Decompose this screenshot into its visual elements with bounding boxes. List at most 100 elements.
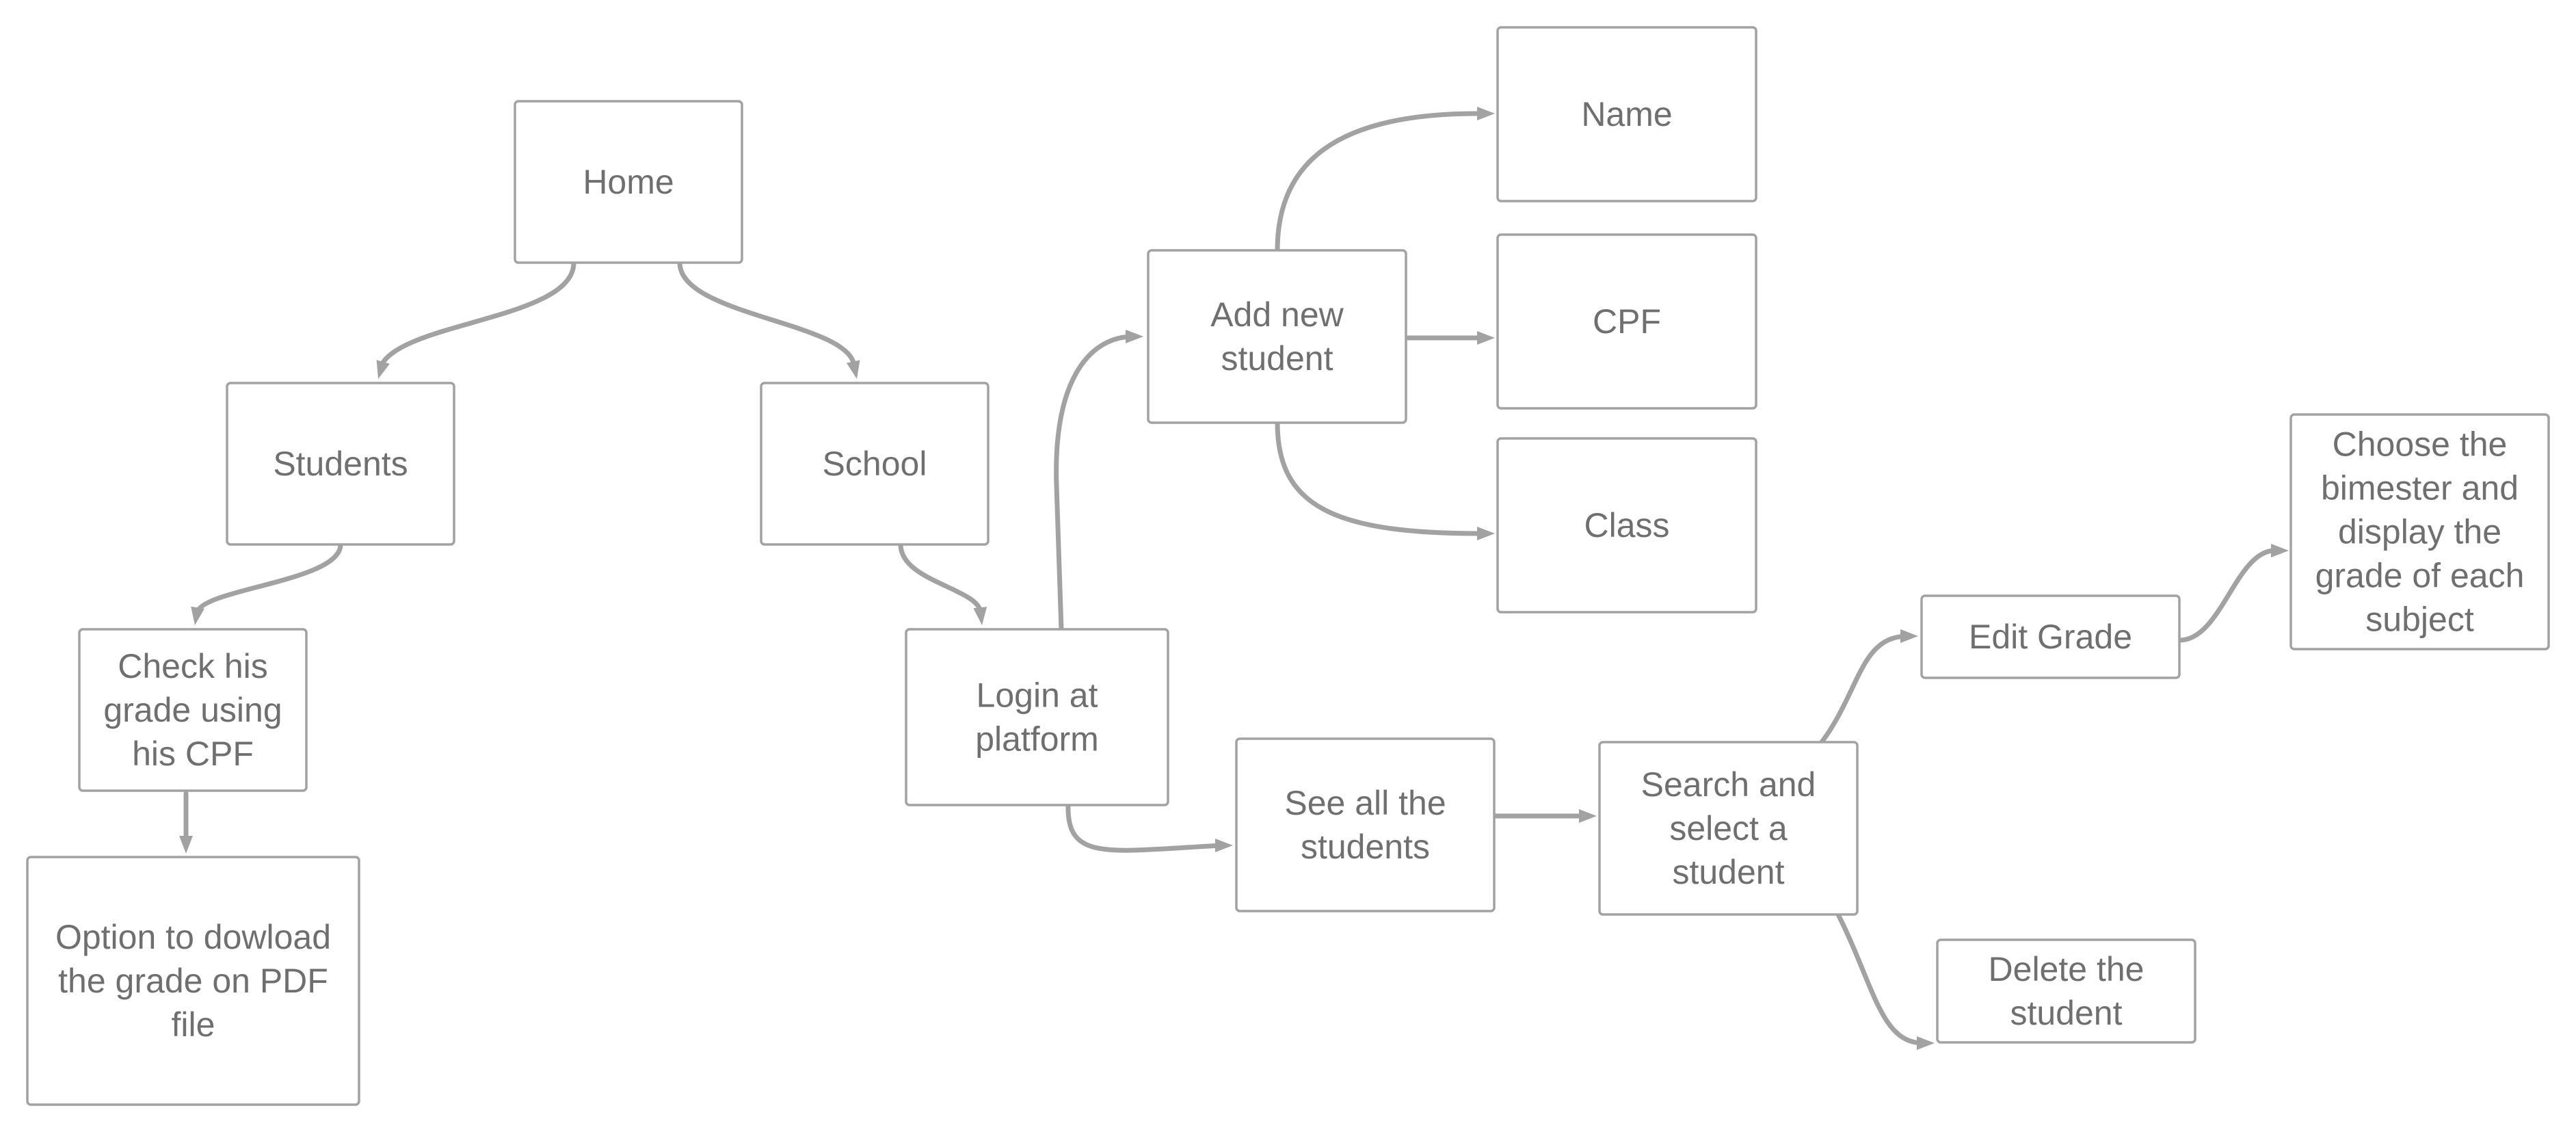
node-label-line: students <box>1301 828 1430 866</box>
connector-home-to-school <box>677 260 860 379</box>
arrowhead-icon <box>376 360 390 379</box>
node-box <box>1920 594 2181 679</box>
connector-line <box>1054 334 1134 632</box>
node-box <box>514 100 743 264</box>
node-choose-bimester: Choose the bimester and display the grade o… <box>2289 413 2550 650</box>
node-label-line: select a <box>1669 809 1788 847</box>
arrowhead-icon <box>1215 839 1233 852</box>
node-box <box>1936 938 2196 1044</box>
node-box <box>2289 413 2550 650</box>
arrowhead-icon <box>1126 330 1143 343</box>
arrowhead-icon <box>846 360 860 379</box>
node-box <box>1496 233 1757 410</box>
node-label-line: Students <box>273 445 408 483</box>
connector-see-students-to-search-student <box>1491 809 1597 823</box>
node-see-students: See all the students <box>1235 737 1496 912</box>
arrowhead-icon <box>1917 1036 1935 1050</box>
node-label-line: Delete the <box>1989 950 2145 988</box>
node-label-line: Class <box>1584 506 1669 544</box>
connector-line <box>677 260 856 365</box>
connector-line <box>2177 548 2280 643</box>
node-box <box>78 628 308 792</box>
node-label-line: Choose the <box>2333 425 2508 464</box>
node-label-line: subject <box>2365 601 2474 639</box>
node-box <box>226 382 455 546</box>
connectors-layer <box>179 107 2289 1050</box>
connector-line <box>1065 802 1223 853</box>
node-label-line: Name <box>1581 95 1672 133</box>
arrowhead-icon <box>191 606 204 625</box>
node-delete-student: Delete the student <box>1936 938 2196 1044</box>
connector-search-student-to-delete-student <box>1835 912 1935 1050</box>
node-label-line: student <box>1672 853 1784 891</box>
node-box <box>1235 737 1496 912</box>
connector-line <box>898 542 983 615</box>
arrowhead-icon <box>1477 527 1495 540</box>
node-box <box>905 628 1169 806</box>
connector-line <box>194 542 343 615</box>
node-label-line: School <box>823 445 927 483</box>
connector-edit-grade-to-choose-bimester <box>2177 544 2289 643</box>
node-label-line: Check his <box>118 647 268 685</box>
node-school: School <box>760 382 990 546</box>
connector-search-student-to-edit-grade <box>1819 629 1918 745</box>
node-add-student: Add new student <box>1147 249 1407 424</box>
connector-line <box>380 260 576 365</box>
node-label-line: student <box>1221 339 1333 378</box>
node-students: Students <box>226 382 455 546</box>
node-box <box>26 856 360 1106</box>
node-label-line: grade of each <box>2315 557 2525 595</box>
node-check-grade: Check his grade using his CPF <box>78 628 308 792</box>
node-login: Login at platform <box>905 628 1169 806</box>
node-label-line: Login at <box>977 676 1098 715</box>
arrowhead-icon <box>1477 107 1495 120</box>
arrowhead-icon <box>1900 629 1918 643</box>
node-box <box>1496 437 1757 614</box>
node-label-line: Home <box>583 163 674 201</box>
node-label-line: bimester and <box>2321 469 2519 508</box>
connector-add-student-to-cpf <box>1403 331 1495 345</box>
node-home: Home <box>514 100 743 264</box>
node-label-line: Add new <box>1210 295 1344 334</box>
node-search-student: Search and select a student <box>1598 741 1859 916</box>
node-label-line: display the <box>2338 513 2501 551</box>
connector-school-to-login <box>898 542 987 625</box>
connector-line <box>1819 633 1911 745</box>
node-box <box>1496 26 1757 202</box>
node-label-line: Option to dowload <box>55 918 331 956</box>
arrowhead-icon <box>179 836 193 854</box>
connector-line <box>1835 912 1926 1046</box>
node-label-line: Edit Grade <box>1969 618 2132 656</box>
node-label-line: CPF <box>1593 302 1661 341</box>
node-box <box>760 382 990 546</box>
arrowhead-icon <box>1477 331 1495 345</box>
arrowhead-icon <box>2271 544 2289 557</box>
arrowhead-icon <box>1579 809 1597 823</box>
connector-check-grade-to-download-pdf <box>179 791 193 854</box>
node-class: Class <box>1496 437 1757 614</box>
node-label-line: file <box>172 1005 215 1044</box>
connector-login-to-see-students <box>1065 802 1233 853</box>
node-label-line: the grade on PDF <box>58 962 328 1000</box>
connector-students-to-check-grade <box>191 542 343 625</box>
connector-add-student-to-class <box>1275 420 1495 540</box>
node-download-pdf: Option to dowload the grade on PDF file <box>26 856 360 1106</box>
node-edit-grade: Edit Grade <box>1920 594 2181 679</box>
node-label-line: See all the <box>1284 784 1446 822</box>
connector-add-student-to-name <box>1275 107 1495 253</box>
connector-login-to-add-student <box>1054 330 1143 632</box>
node-box <box>1147 249 1407 424</box>
node-label-line: his CPF <box>132 735 254 773</box>
connector-line <box>1275 420 1483 536</box>
node-label-line: platform <box>975 720 1099 759</box>
node-cpf: CPF <box>1496 233 1757 410</box>
node-label-line: grade using <box>103 691 282 729</box>
node-label-line: student <box>2010 994 2122 1032</box>
connector-home-to-students <box>376 260 576 379</box>
connector-line <box>1275 111 1483 253</box>
node-name: Name <box>1496 26 1757 202</box>
node-label-line: Search and <box>1641 765 1816 804</box>
arrowhead-icon <box>973 607 987 625</box>
